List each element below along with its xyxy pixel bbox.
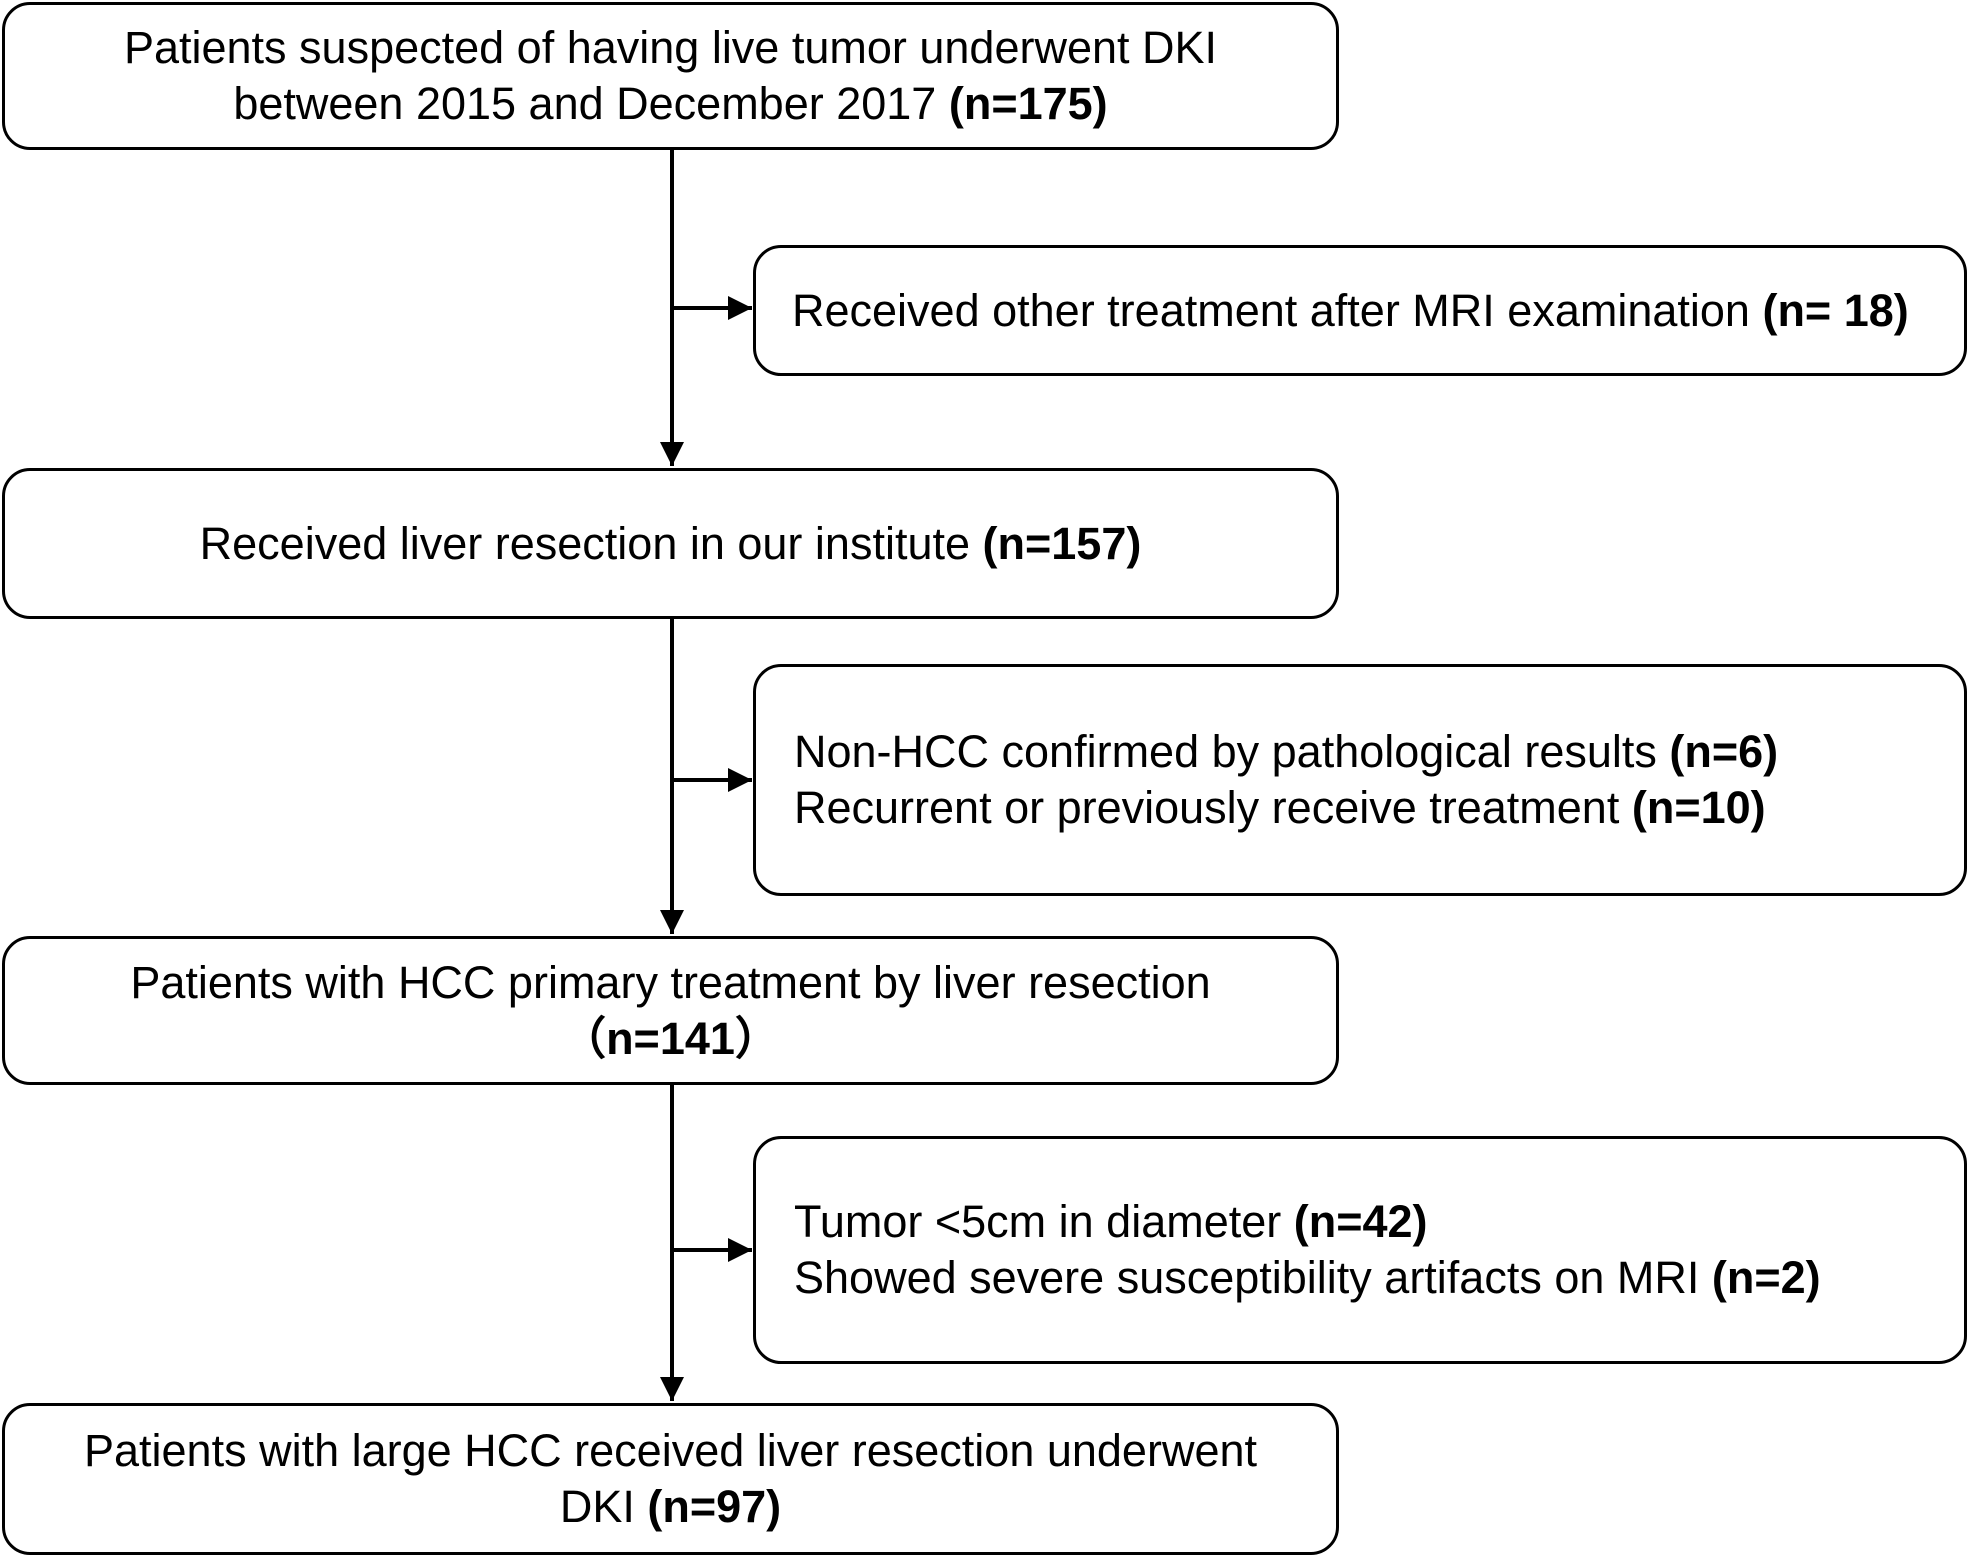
box-exclusion-artifacts-count: (n=2) — [1711, 1252, 1821, 1303]
box-hcc-primary-treatment-count: （n=141） — [561, 1012, 780, 1064]
box-exclusion-small-tumor-count: (n=42) — [1293, 1196, 1428, 1247]
box-exclusion-small-tumor-text: Tumor <5cm in diameter — [794, 1196, 1294, 1247]
box-hcc-primary-treatment-line1: Patients with HCC primary treatment by l… — [130, 956, 1211, 1008]
box-exclusion-artifacts-text: Showed severe susceptibility artifacts o… — [794, 1252, 1712, 1303]
box-initial-cohort-count: (n=175) — [948, 78, 1108, 129]
box-liver-resection-count: (n=157) — [982, 517, 1142, 569]
box-initial-cohort: Patients suspected of having live tumor … — [2, 2, 1339, 150]
box-exclusion-recurrent-text: Recurrent or previously receive treatmen… — [794, 782, 1632, 833]
box-exclusion-pathology: Non-HCC confirmed by pathological result… — [753, 664, 1967, 896]
box-hcc-primary-treatment-line2: （n=141） — [561, 1011, 780, 1067]
box-exclusion-recurrent-count: (n=10) — [1631, 782, 1766, 833]
box-liver-resection-text: Received liver resection in our institut… — [199, 517, 983, 569]
box-exclusion-artifacts-line: Showed severe susceptibility artifacts o… — [794, 1250, 1821, 1306]
box-exclusion-recurrent-line: Recurrent or previously receive treatmen… — [794, 780, 1766, 836]
box-exclusion-other-treatment-line: Received other treatment after MRI exami… — [792, 283, 1909, 339]
box-exclusion-non-hcc-text: Non-HCC confirmed by pathological result… — [794, 726, 1670, 777]
box-initial-cohort-line1: Patients suspected of having live tumor … — [123, 22, 1218, 73]
box-initial-cohort-line2: between 2015 and December 2017 (n=175) — [233, 76, 1107, 132]
box-exclusion-size-artifacts: Tumor <5cm in diameter (n=42) Showed sev… — [753, 1136, 1967, 1364]
box-liver-resection: Received liver resection in our institut… — [2, 468, 1339, 619]
box-exclusion-small-tumor-line: Tumor <5cm in diameter (n=42) — [794, 1194, 1428, 1250]
box-final-cohort: Patients with large HCC received liver r… — [2, 1403, 1339, 1555]
box-hcc-primary-treatment: Patients with HCC primary treatment by l… — [2, 936, 1339, 1085]
box-final-cohort-dki: DKI — [559, 1481, 648, 1532]
box-liver-resection-line: Received liver resection in our institut… — [200, 516, 1142, 572]
box-exclusion-non-hcc-line: Non-HCC confirmed by pathological result… — [794, 724, 1778, 780]
box-exclusion-other-treatment: Received other treatment after MRI exami… — [753, 245, 1967, 376]
box-initial-cohort-period: between 2015 and December 2017 — [233, 78, 949, 129]
box-final-cohort-line1: Patients with large HCC received liver r… — [83, 1425, 1258, 1476]
box-exclusion-non-hcc-count: (n=6) — [1669, 726, 1779, 777]
box-exclusion-other-treatment-text: Received other treatment after MRI exami… — [792, 284, 1763, 336]
box-exclusion-other-treatment-count: (n= 18) — [1762, 284, 1909, 336]
box-final-cohort-count: (n=97) — [647, 1481, 782, 1532]
box-final-cohort-line2: DKI (n=97) — [560, 1479, 781, 1535]
